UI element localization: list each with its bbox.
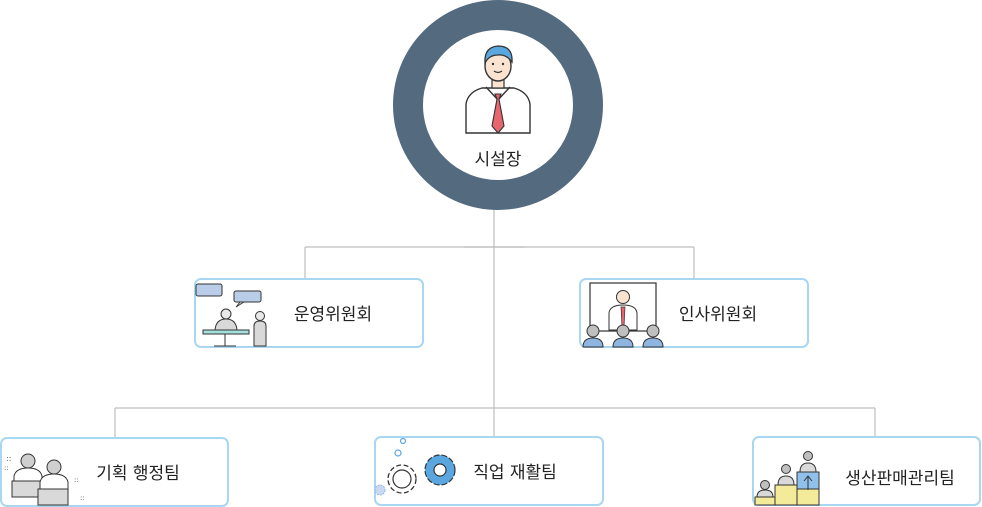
node-label: 기획 행정팀 (96, 464, 180, 484)
node-hr-committee[interactable]: 인사위원회 (579, 278, 809, 348)
root-label: 시설장 (475, 150, 522, 170)
node-operations-committee[interactable]: 운영위원회 (194, 278, 424, 348)
svg-text:::: :: (6, 454, 11, 463)
connector-lines (114, 209, 876, 438)
office-workers-icon: :: :: :: :: (4, 453, 85, 506)
node-planning-admin-team[interactable]: :: :: :: :: 기획 행정팀 (0, 437, 229, 507)
node-label: 운영위원회 (294, 305, 372, 325)
node-label: 직업 재활팀 (473, 463, 557, 483)
svg-text:::: :: (4, 464, 9, 472)
manager-avatar-icon (465, 45, 531, 134)
root-node[interactable]: 시설장 (393, 0, 603, 210)
node-vocational-rehab-team[interactable]: 직업 재활팀 (374, 436, 604, 506)
node-box (374, 436, 604, 506)
meeting-icon (195, 283, 267, 347)
node-label: 생산판매관리팀 (845, 469, 954, 489)
node-production-sales-team[interactable]: 생산판매관리팀 (752, 436, 981, 506)
svg-text:::: :: (74, 476, 79, 484)
svg-text:::: :: (80, 494, 85, 502)
node-label: 인사위원회 (679, 305, 757, 325)
gears-icon (374, 437, 456, 496)
growth-podium-icon (754, 451, 820, 506)
presentation-icon (582, 282, 664, 348)
